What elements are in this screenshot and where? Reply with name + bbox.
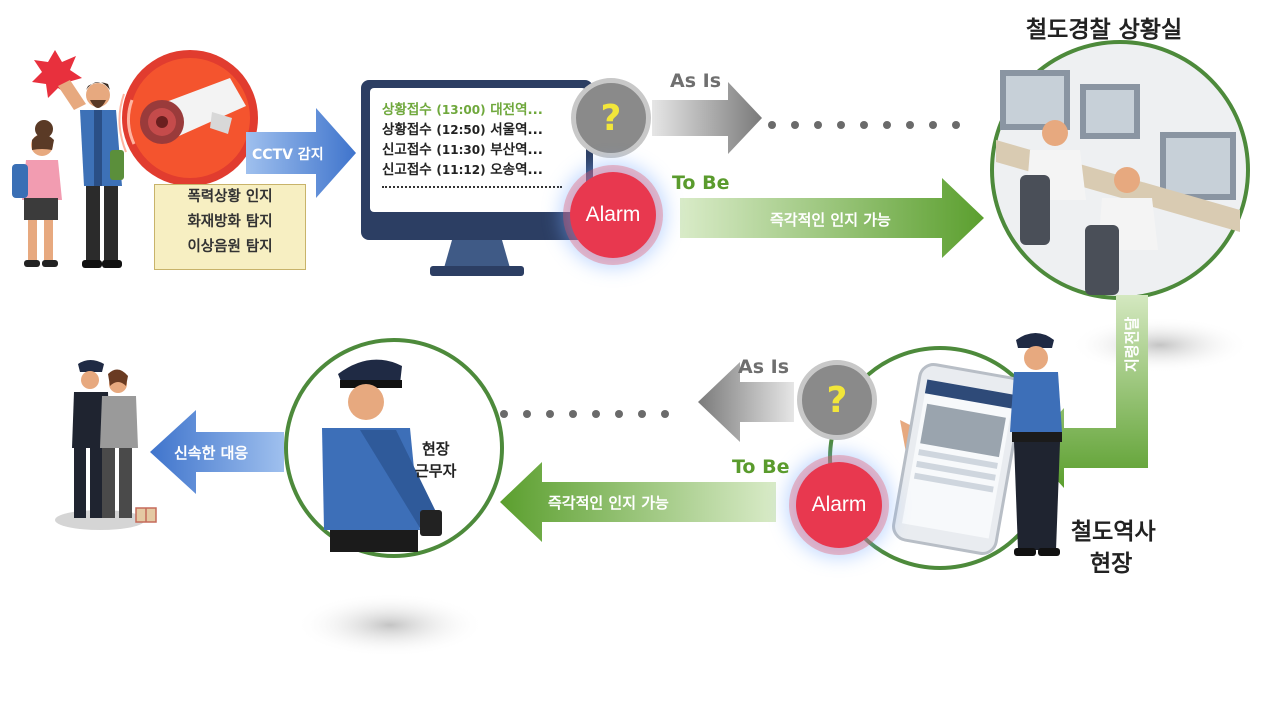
smartphone-icon [892, 363, 1024, 555]
monitor-line: 상황접수 (12:50) 서울역... [382, 122, 543, 138]
detection-item: 폭력상황 인지 [187, 189, 273, 205]
instant-recognition-label-top: 즉각적인 인지 가능 [770, 211, 891, 229]
as-is-arrow-top [652, 82, 762, 154]
to-be-arrow-bottom [500, 462, 776, 542]
station-title-line2: 현장 [1090, 551, 1133, 577]
alarm-badge-top: Alarm [570, 172, 656, 258]
as-is-label-bottom: As Is [738, 356, 790, 378]
police-officer-standing [1010, 333, 1062, 556]
as-is-dots-bottom [500, 403, 684, 422]
to-be-arrow-top [680, 178, 984, 258]
question-badge-bottom: ? [797, 360, 877, 440]
quick-response-arrow [150, 410, 284, 494]
field-worker-label-line2: 근무자 [415, 462, 457, 480]
command-transfer-label: 지령전달 [1123, 316, 1141, 372]
field-worker-shadow [295, 593, 485, 657]
arrest-illustration [72, 360, 138, 518]
explosion-icon [32, 50, 82, 98]
as-is-label-top: As Is [670, 70, 722, 92]
cctv-camera-icon [118, 50, 258, 186]
monitor-screen: 상황접수 (13:00) 대전역... 상황접수 (12:50) 서울역... … [370, 88, 586, 212]
monitor-dotted-line [382, 186, 562, 188]
victim-woman-illustration [12, 120, 62, 267]
monitor-line: 신고접수 (11:12) 오송역... [382, 162, 543, 178]
package-icon [135, 507, 157, 523]
to-be-label-top: To Be [672, 172, 730, 194]
field-worker-label-line1: 현장 [422, 440, 450, 458]
as-is-arrow-bottom [698, 362, 794, 442]
victim-man-illustration [58, 80, 124, 268]
station-title: 철도역사 [1071, 519, 1156, 545]
quick-response-label: 신속한 대응 [174, 444, 249, 462]
detection-list: 폭력상황 인지 화재방화 탐지 이상음원 탐지 [154, 184, 306, 270]
cctv-detect-label: CCTV 감지 [252, 147, 324, 163]
monitor-line: 상황접수 (13:00) 대전역... [382, 102, 543, 118]
instant-recognition-label-bottom: 즉각적인 인지 가능 [548, 494, 669, 512]
field-worker-illustration [284, 338, 504, 558]
as-is-dots-top [768, 114, 975, 133]
control-room-title: 철도경찰 상황실 [1026, 17, 1183, 43]
control-room-shadow [1070, 317, 1250, 373]
cctv-detect-arrow [246, 108, 356, 198]
detection-item: 화재방화 탐지 [187, 214, 273, 230]
question-badge-top: ? [571, 78, 651, 158]
control-room-illustration [990, 40, 1250, 300]
detection-item: 이상음원 탐지 [187, 239, 273, 255]
to-be-label-bottom: To Be [732, 456, 790, 478]
monitor-line: 신고접수 (11:30) 부산역... [382, 142, 543, 158]
alarm-badge-bottom: Alarm [796, 462, 882, 548]
